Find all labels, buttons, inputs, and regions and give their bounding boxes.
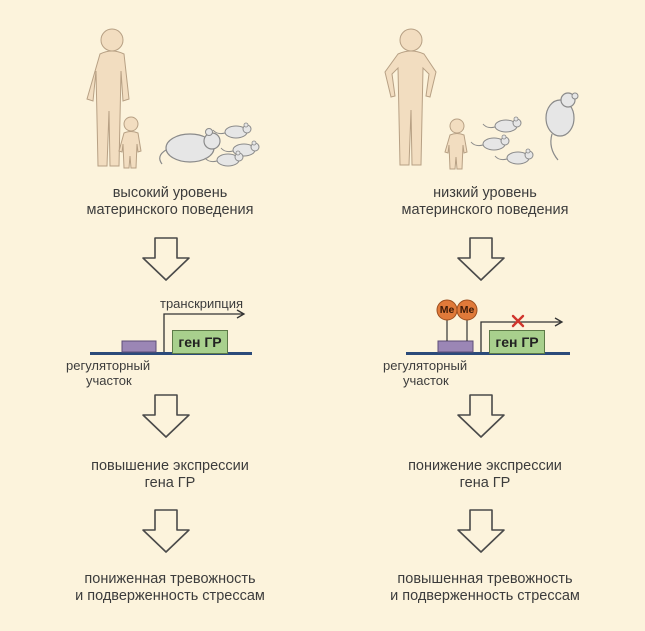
outcome-label-right-line2: и подверженность стрессам [390,588,580,604]
outcome-label-right-line1: повышенная тревожность [397,571,573,587]
dna-strand-left [90,352,252,355]
expression-label-right-line2: гена ГР [459,475,511,491]
regulatory-region-right [437,340,474,353]
transcription-label: транскрипция [160,296,244,311]
methyl-label-1: Me [439,304,455,316]
gene-box-right: ген ГР [489,330,545,354]
transcription-arrow [163,313,243,352]
regulatory-label-right-line1: регуляторный [383,358,468,373]
regulatory-label-left: регуляторный участок [66,358,150,388]
regulatory-label-right-line2: участок [403,373,449,388]
rat-pups-right [470,116,534,165]
rat-icon-left [159,128,221,165]
outcome-label-left-line2: и подверженность стрессам [75,588,265,604]
expression-label-right-line1: понижение экспрессии [408,458,562,474]
child-figure-right [444,118,468,170]
behavior-label-right: низкий уровень материнского поведения [355,185,615,219]
expression-label-left-line2: гена ГР [144,475,196,491]
outcome-label-left-line1: пониженная тревожность [84,571,256,587]
behavior-label-right-line1: низкий уровень [433,185,537,201]
down-arrow-right-1 [457,237,505,281]
down-arrow-left-3 [142,509,190,553]
block-x-icon [511,314,525,328]
regulatory-label-right: регуляторный участок [383,358,467,388]
methyl-group-2 [456,299,478,321]
down-arrow-left-2 [142,394,190,438]
gene-box-left: ген ГР [172,330,228,354]
regulatory-label-left-line1: регуляторный [66,358,151,373]
outcome-label-left: пониженная тревожность и подверженность … [30,571,310,605]
rat-icon-right [545,92,579,161]
regulatory-region-left [121,340,157,353]
outcome-label-right: повышенная тревожность и подверженность … [345,571,625,605]
expression-label-left-line1: повышение экспрессии [91,458,249,474]
expression-label-right: понижение экспрессии гена ГР [355,458,615,492]
down-arrow-right-3 [457,509,505,553]
child-figure-left [118,116,142,169]
behavior-label-left-line2: материнского поведения [86,202,254,218]
down-arrow-left-1 [142,237,190,281]
dna-strand-right [406,352,570,355]
behavior-label-left-line1: высокий уровень [112,185,228,201]
behavior-label-right-line2: материнского поведения [401,202,569,218]
adult-figure-right [384,28,437,166]
behavior-label-left: высокий уровень материнского поведения [40,185,300,219]
blocked-transcription-arrow [480,321,561,352]
expression-label-left: повышение экспрессии гена ГР [40,458,300,492]
methyl-label-2: Me [459,304,475,316]
down-arrow-right-2 [457,394,505,438]
regulatory-label-left-line2: участок [86,373,132,388]
adult-figure-left [86,28,130,167]
